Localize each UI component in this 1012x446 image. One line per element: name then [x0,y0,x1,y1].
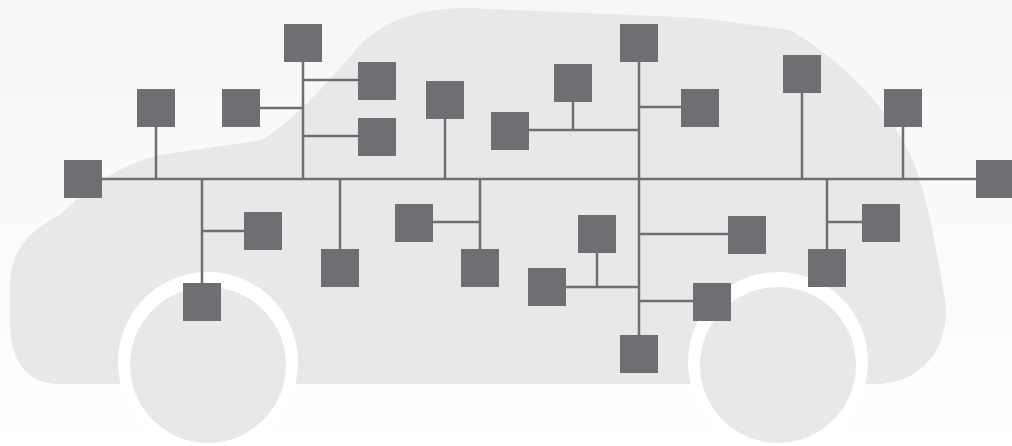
node [183,283,221,321]
node [693,283,731,321]
node [222,89,260,127]
node [578,215,616,253]
node [244,212,282,250]
node [884,89,922,127]
node [783,55,821,93]
node [620,24,658,62]
node [554,64,592,102]
node [284,24,322,62]
node [528,268,566,306]
node [395,204,433,242]
network-wires [100,61,977,335]
network-nodes [64,24,1012,373]
node [358,62,396,100]
node [491,112,529,150]
node [358,118,396,156]
front-wheel [700,287,856,443]
rear-wheel [130,287,286,443]
node [137,89,175,127]
node [461,249,499,287]
node [808,249,846,287]
node [426,81,464,119]
node [728,216,766,254]
node [862,204,900,242]
node [321,249,359,287]
node [64,160,102,198]
node [976,160,1012,198]
node [620,335,658,373]
node [681,89,719,127]
